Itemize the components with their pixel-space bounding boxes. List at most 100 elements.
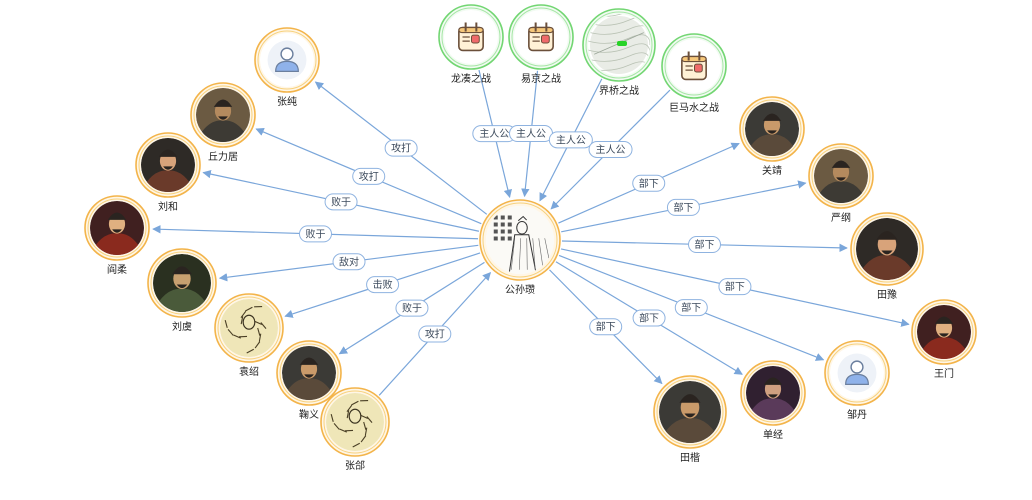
edge-label: 敌对 [339, 255, 359, 268]
edge-center-liuhe: 败于 [202, 169, 480, 232]
sketch-portrait [326, 393, 384, 451]
edge-label: 主人公 [596, 144, 626, 156]
node-name: 单经 [763, 428, 783, 441]
calendar-icon [667, 39, 721, 93]
node-quyi[interactable]: 鞠义 [276, 340, 342, 421]
warrior-portrait [856, 218, 918, 280]
edge-label-pill [589, 318, 623, 336]
edge-center-wangmen: 部下 [560, 248, 910, 327]
node-name: 公孙瓒 [505, 283, 535, 296]
node-name: 丘力居 [208, 150, 238, 163]
edge-label: 攻打 [425, 327, 445, 340]
warrior-portrait [282, 346, 336, 400]
edge-label: 部下 [596, 320, 616, 333]
edge-yijing-center: 主人公 [509, 70, 554, 198]
edge-label-pill [632, 174, 666, 192]
edge-zhanghe-center: 攻打 [378, 271, 492, 396]
node-yijing[interactable]: 易京之战 [508, 4, 574, 85]
node-guanjing[interactable]: 关靖 [739, 96, 805, 177]
edge-center-yangang: 部下 [561, 180, 807, 233]
edge-center-zhangchun: 攻打 [314, 81, 488, 215]
warrior-portrait [746, 366, 800, 420]
sketch-portrait [220, 299, 278, 357]
edge-label-pill [588, 140, 633, 158]
node-jieqiao[interactable]: 界桥之战 [582, 8, 656, 97]
warrior-portrait [90, 201, 144, 255]
warrior-portrait [814, 149, 868, 203]
map-icon [588, 14, 650, 76]
node-qurou[interactable]: 阎柔 [84, 195, 150, 276]
edge-label: 部下 [673, 201, 693, 214]
node-qiuliju[interactable]: 丘力居 [190, 82, 256, 163]
edge-center-qurou: 败于 [152, 225, 479, 243]
edge-center-tiankai: 部下 [549, 269, 663, 385]
edge-label: 败于 [306, 227, 326, 240]
edge-label-pill [384, 139, 418, 157]
edge-center-liuyu: 敌对 [218, 244, 479, 282]
edge-label: 败于 [331, 195, 351, 208]
edge-label: 部下 [639, 312, 659, 325]
node-name: 田豫 [877, 288, 897, 301]
warrior-portrait [659, 381, 721, 443]
node-longcou[interactable]: 龙凑之战 [438, 4, 504, 85]
calendar-icon [514, 10, 568, 64]
node-jumashui[interactable]: 巨马水之战 [661, 33, 727, 114]
edge-center-quyi: 败于 [338, 261, 485, 355]
edge-label-pill [299, 225, 333, 243]
node-name: 张纯 [277, 95, 297, 108]
node-name: 刘和 [158, 201, 178, 213]
node-name: 严纲 [831, 211, 851, 224]
edge-label: 主人公 [516, 128, 546, 140]
node-name: 袁绍 [239, 365, 259, 378]
edge-center-tianyu: 部下 [561, 236, 848, 254]
node-name: 鞠义 [299, 408, 319, 421]
edge-label-pill [352, 167, 386, 185]
edge-label-pill [324, 193, 358, 211]
node-name: 张郃 [345, 459, 365, 472]
edge-label-pill [418, 325, 452, 343]
node-liuhe[interactable]: 刘和 [135, 132, 201, 213]
node-name: 王门 [934, 367, 954, 380]
edge-label-pill [687, 236, 721, 254]
node-tiankai[interactable]: 田楷 [653, 375, 727, 464]
edge-label: 败于 [402, 302, 422, 315]
calendar-icon [444, 10, 498, 64]
edge-label-pill [674, 299, 708, 317]
edge-center-guanjing: 部下 [558, 142, 740, 224]
node-name: 龙凑之战 [451, 72, 491, 85]
edge-label-pill [395, 299, 429, 317]
edge-label-pill [718, 278, 752, 296]
node-name: 关靖 [762, 164, 782, 177]
node-center[interactable]: 公孙瓒 [479, 199, 561, 296]
edge-label: 部下 [694, 238, 714, 251]
node-tianyu[interactable]: 田豫 [850, 212, 924, 301]
node-name: 邹丹 [847, 408, 867, 421]
node-name: 易京之战 [521, 72, 561, 85]
node-zhangchun[interactable]: 张纯 [254, 27, 320, 108]
edge-label: 部下 [725, 280, 745, 293]
node-name: 田楷 [680, 451, 700, 464]
node-liuyu[interactable]: 刘虞 [147, 248, 217, 333]
person-placeholder-icon [830, 346, 884, 400]
edge-label-pill [548, 131, 593, 149]
node-zhanghe[interactable]: 张郃 [320, 387, 390, 472]
edge-center-yuanshao: 击败 [284, 252, 481, 318]
edge-jieqiao-center: 主人公 [539, 78, 603, 202]
warrior-portrait [141, 138, 195, 192]
node-wangmen[interactable]: 王门 [911, 299, 977, 380]
node-yangang[interactable]: 严纲 [808, 143, 874, 224]
edge-label-pill [332, 253, 366, 271]
edges-layer: 攻打攻打败于败于敌对击败败于攻打主人公主人公主人公主人公部下部下部下部下部下部下… [152, 69, 910, 396]
node-yuanshao[interactable]: 袁绍 [214, 293, 284, 378]
edge-label: 攻打 [359, 170, 379, 183]
node-zoudan[interactable]: 邹丹 [824, 340, 890, 421]
node-name: 阎柔 [107, 263, 127, 276]
edge-label-pill [366, 276, 400, 294]
edge-label: 部下 [681, 301, 701, 314]
edge-label-pill [632, 309, 666, 327]
node-shanjing[interactable]: 单经 [740, 360, 806, 441]
edge-label-pill [666, 198, 700, 216]
edge-center-qiuliju: 攻打 [255, 128, 482, 225]
